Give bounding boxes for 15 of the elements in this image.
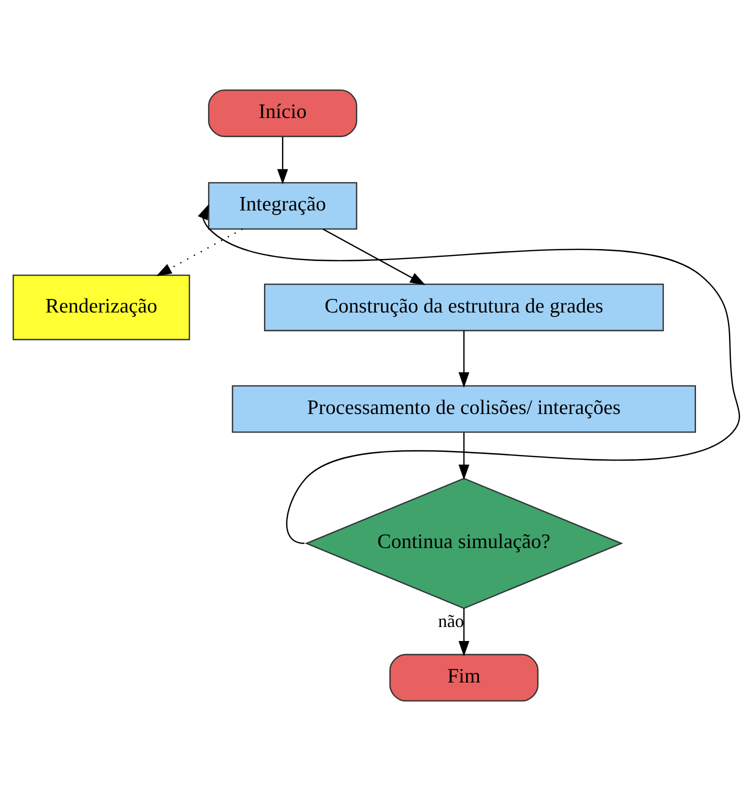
arrow: [458, 608, 470, 656]
arrow: [458, 330, 470, 388]
node-box: Integração: [208, 182, 358, 230]
arrow: [322, 228, 426, 285]
arrow: [458, 432, 470, 480]
node-box: Processamento de colisões/ interações: [232, 384, 696, 432]
arrow: [156, 228, 243, 276]
arrow: [277, 136, 288, 184]
node-box: Renderização: [12, 274, 190, 340]
arrow: [198, 204, 740, 544]
node-box: Construção da estrutura de grades: [264, 283, 664, 331]
edge-label: não: [438, 610, 464, 630]
node-diamond: Continua simulação?: [304, 477, 624, 608]
node-box: Fim: [389, 653, 538, 701]
node-box: Início: [208, 89, 358, 137]
